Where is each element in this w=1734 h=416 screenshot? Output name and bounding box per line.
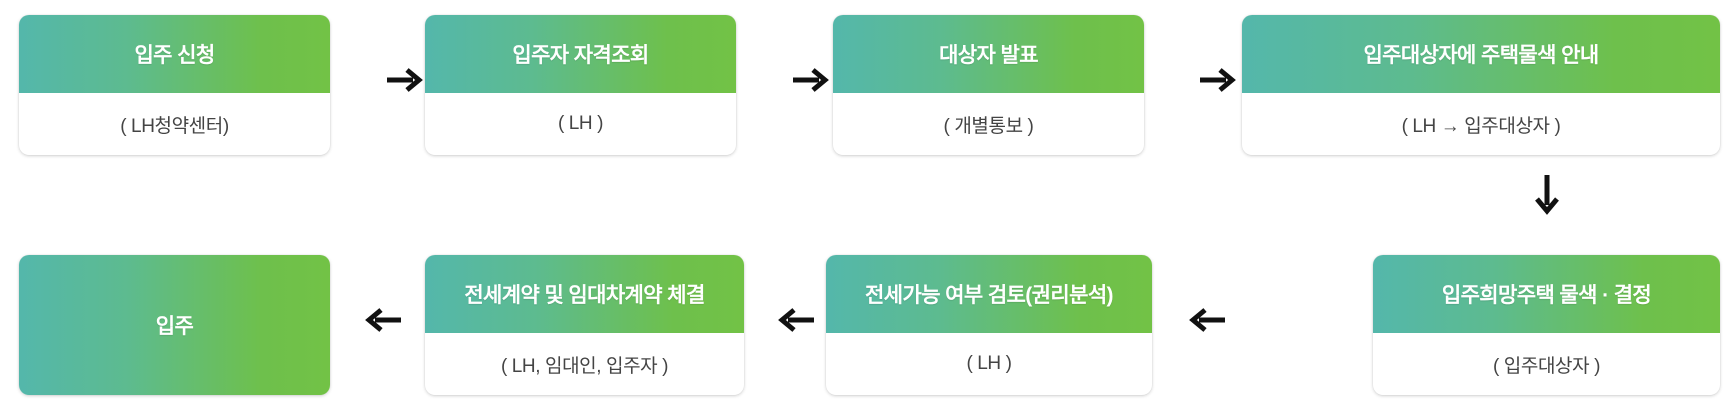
step-7-title: 전세계약 및 임대차계약 체결 — [425, 255, 744, 333]
arrow-right-icon — [1196, 60, 1240, 100]
arrow-down-icon — [1525, 172, 1569, 218]
step-3-subtitle: ( 개별통보 ) — [943, 115, 1034, 137]
process-step-card-2[interactable]: 입주자 자격조회 ( LH ) — [425, 15, 736, 155]
step-8-title: 입주 — [155, 315, 194, 338]
step-7-subtitle: ( LH, 임대인, 입주자 ) — [500, 355, 669, 377]
step-5-title: 입주희망주택 물색 · 결정 — [1373, 255, 1720, 333]
step-2-subtitle: ( LH ) — [557, 113, 604, 134]
arrow-left-icon — [774, 300, 818, 340]
step-1-subtitle: ( LH청약센터) — [120, 115, 229, 137]
step-6-subtitle: ( LH ) — [966, 353, 1012, 374]
process-step-card-7[interactable]: 전세계약 및 임대차계약 체결 ( LH, 임대인, 입주자 ) — [425, 255, 744, 395]
process-step-card-4[interactable]: 입주대상자에 주택물색 안내 ( LH → 입주대상자 ) — [1242, 15, 1720, 155]
step-5-subtitle: ( 입주대상자 ) — [1492, 355, 1600, 377]
arrow-right-icon — [789, 60, 833, 100]
step-2-title: 입주자 자격조회 — [425, 15, 736, 93]
process-step-card-8[interactable]: 입주 — [19, 255, 330, 395]
process-step-card-1[interactable]: 입주 신청 ( LH청약센터) — [19, 15, 330, 155]
step-4-title: 입주대상자에 주택물색 안내 — [1242, 15, 1720, 93]
step-4-subtitle: ( LH → 입주대상자 ) — [1401, 115, 1561, 137]
process-step-card-5[interactable]: 입주희망주택 물색 · 결정 ( 입주대상자 ) — [1373, 255, 1720, 395]
process-step-card-3[interactable]: 대상자 발표 ( 개별통보 ) — [833, 15, 1144, 155]
arrow-right-icon — [383, 60, 427, 100]
step-3-title: 대상자 발표 — [833, 15, 1144, 93]
arrow-left-icon — [1185, 300, 1229, 340]
step-6-title: 전세가능 여부 검토(권리분석) — [826, 255, 1152, 333]
step-1-title: 입주 신청 — [19, 15, 330, 93]
process-step-card-6[interactable]: 전세가능 여부 검토(권리분석) ( LH ) — [826, 255, 1152, 395]
arrow-left-icon — [361, 300, 405, 340]
